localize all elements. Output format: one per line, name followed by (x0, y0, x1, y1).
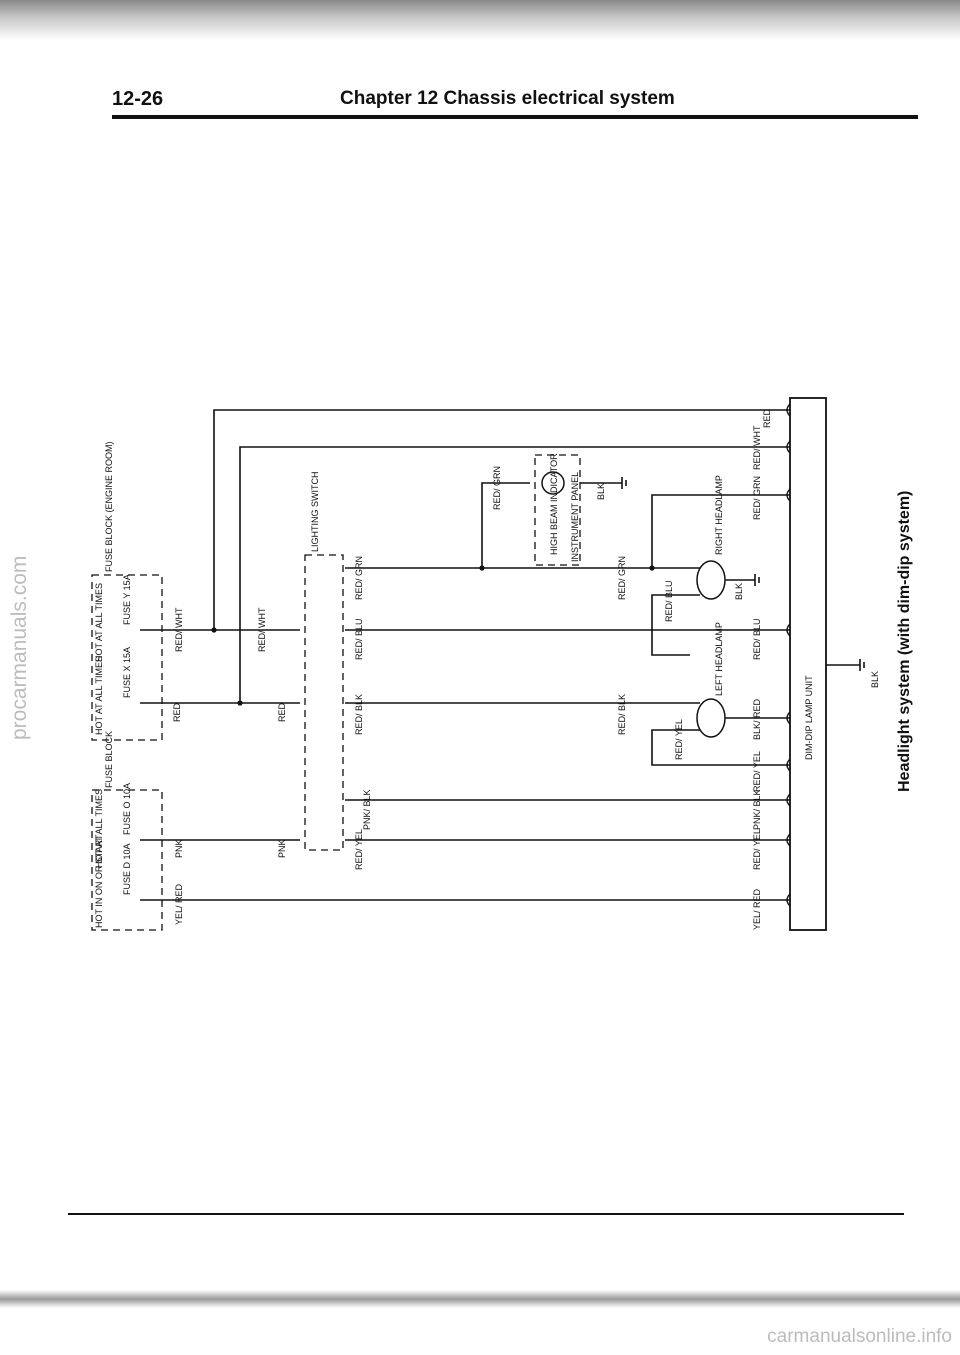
wire-label-blk: BLK (870, 671, 880, 688)
connector-mark (786, 711, 791, 725)
footer-rule (68, 1213, 904, 1215)
lighting-switch-box (304, 554, 344, 851)
splice-dot (479, 565, 485, 571)
wire-red-wht (239, 446, 790, 703)
splice-dot (649, 565, 655, 571)
wire-left-red-yel (651, 729, 790, 766)
label-fuse-x: FUSE X 15A (122, 647, 132, 698)
wire-label-pnk: PNK (174, 839, 184, 858)
right-headlamp-bulb-icon (696, 560, 726, 600)
bottom-watermark: carmanualsonline.info (767, 1326, 952, 1347)
connector-mark (786, 758, 791, 772)
label-high-beam: HIGH BEAM INDICATOR (549, 453, 559, 555)
wire-label-red: RED (762, 408, 772, 428)
wire-label-red: RED (172, 702, 182, 722)
wire-label-blk: BLK (734, 583, 744, 600)
wire-label-red-blu: RED/ BLU (752, 618, 762, 660)
connector-mark (786, 623, 791, 637)
wire-high-beam (481, 482, 530, 568)
label-instrument-panel: INSTRUMENT PANEL (570, 472, 580, 562)
label-hot-all-3: HOT AT ALL TIMES (94, 583, 104, 662)
header-rule (112, 115, 918, 119)
label-hot-all-1: HOT AT ALL TIMES (94, 789, 104, 868)
splice-dot (237, 700, 243, 706)
wire-label-red-yel: RED/ YEL (674, 719, 684, 760)
chapter-title: Chapter 12 Chassis electrical system (340, 88, 675, 109)
instrument-panel-box (534, 454, 581, 566)
scan-edge-top (0, 0, 960, 40)
wire-red (213, 409, 790, 630)
wire-label-red-blk: RED/ BLK (617, 694, 627, 735)
label-fuse-y: FUSE Y 15A (122, 574, 132, 625)
wire-label-red-wht: RED/ WHT (257, 607, 267, 652)
wire-label-pnk-blk: PNK/ BLK (752, 789, 762, 830)
label-fuse-o: FUSE O 10A (122, 783, 132, 835)
wire-label-yel-red: YEL/ RED (752, 888, 762, 930)
fuse-block-engine-room (91, 574, 163, 741)
wire-label-pnk-blk: PNK/ BLK (362, 789, 372, 830)
wire-label-red-grn: RED/ GRN (492, 466, 502, 510)
wire-label-red-yel: RED/ YEL (354, 829, 364, 870)
wire-label-blk: BLK (596, 483, 606, 500)
wire-label-red-yel: RED/ YEL (752, 829, 762, 870)
label-hot-all-2: HOT AT ALL TIMES (94, 656, 104, 735)
wire-label-red-blu: RED/ BLU (354, 618, 364, 660)
label-left-headlamp: LEFT HEADLAMP (714, 622, 724, 696)
wire-label-red-blu: RED/ BLU (664, 580, 674, 622)
label-fuse-d: FUSE D 10A (122, 843, 132, 895)
wire-label-blk-red: BLK/ RED (752, 698, 762, 740)
dim-dip-unit (789, 397, 827, 931)
scan-edge-bottom (0, 1290, 960, 1308)
wire-right-red-blu (651, 594, 700, 656)
left-headlamp-bulb-icon (696, 698, 726, 738)
wire-label-red-yel: RED/ YEL (752, 751, 762, 792)
splice-dot (211, 627, 217, 633)
wire-label-red-blk: RED/ BLK (354, 694, 364, 735)
ground-icon (621, 477, 627, 489)
label-right-headlamp: RIGHT HEADLAMP (714, 475, 724, 555)
connector-mark (786, 833, 791, 847)
label-dim-dip-unit: DIM-DIP LAMP UNIT (804, 675, 814, 760)
wire-label-red-grn: RED/ GRN (617, 556, 627, 600)
label-lighting-switch: LIGHTING SWITCH (310, 472, 320, 553)
page-number: 12-26 (112, 88, 164, 110)
fuse-block-interior (91, 789, 163, 931)
wire-label-red: RED (277, 702, 287, 722)
high-beam-bulb-icon (541, 471, 565, 495)
label-fuse-block: FUSE BLOCK (104, 731, 114, 788)
label-fuse-block-engine-room: FUSE BLOCK (ENGINE ROOM) (104, 441, 114, 572)
wire-right-red-grn (651, 494, 790, 568)
wire-label-yel-red: YEL/ RED (174, 883, 184, 925)
wire-label-red-grn: RED/ GRN (752, 476, 762, 520)
ground-icon (859, 659, 865, 671)
label-hot-start: HOT IN ON OR START (94, 834, 104, 928)
connector-mark (786, 793, 791, 807)
connector-mark (786, 440, 791, 454)
connector-mark (786, 488, 791, 502)
wire-label-red-wht: RED/ WHT (174, 607, 184, 652)
ground-icon (754, 574, 760, 586)
wire-label-pnk: PNK (277, 839, 287, 858)
connector-mark (786, 893, 791, 907)
wire-label-red-wht: RED/ WHT (752, 425, 762, 470)
wire-label-red-grn: RED/ GRN (354, 556, 364, 600)
connector-mark (786, 403, 791, 417)
